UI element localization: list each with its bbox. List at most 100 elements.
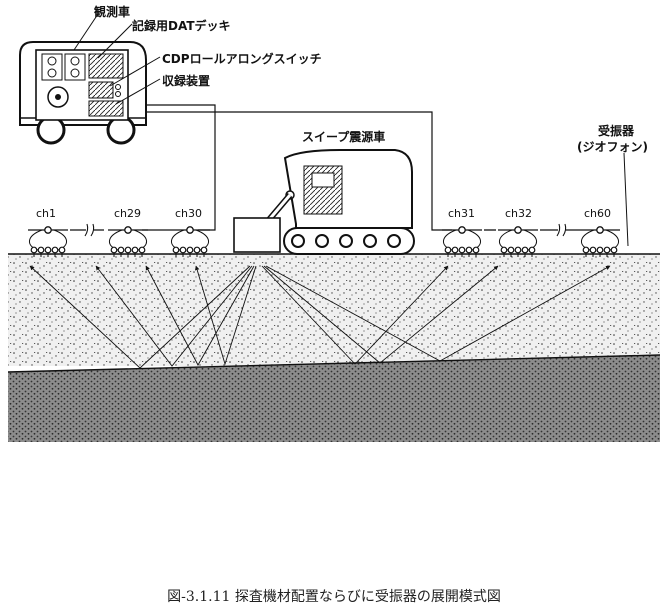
dat-deck-unit: [88, 53, 124, 79]
channel-label-ch32: ch32: [505, 207, 533, 220]
takeout-icon: [514, 226, 522, 234]
label-sweep-vehicle: スイープ震源車: [302, 130, 386, 144]
geophone-icon: [179, 246, 187, 254]
geophone-icon: [596, 246, 604, 254]
track-wheel-icon-3: [339, 234, 353, 248]
leader-geophone: [623, 152, 629, 247]
geophone-group-ch31: [442, 226, 482, 257]
takeout-icon: [596, 226, 604, 234]
leader-lines: [73, 13, 161, 105]
ray-7: [265, 265, 611, 362]
geophone-icon: [451, 246, 459, 254]
reel-icon: [47, 56, 57, 66]
geophone-icon: [58, 246, 66, 254]
ground-layers: [7, 253, 661, 442]
tape-deck-right: [64, 53, 86, 81]
dial-center: [55, 94, 61, 100]
takeout-icon: [44, 226, 52, 234]
geophone-icon: [589, 246, 597, 254]
geophone-group-ch60: [580, 226, 620, 257]
geophone-group-ch30: [170, 226, 210, 257]
geophone-icon: [30, 246, 38, 254]
track-wheel-icon-2: [315, 234, 329, 248]
track-wheel-icon-4: [363, 234, 377, 248]
geophone-icon: [138, 246, 146, 254]
geophone-icon: [514, 246, 522, 254]
geophone-icon: [444, 246, 452, 254]
label-recorder: 収録装置: [162, 74, 211, 88]
ray-4: [194, 265, 257, 366]
knob-icon: [115, 84, 121, 90]
track-wheel-icon-5: [387, 234, 401, 248]
label-cdp-switch: CDPロールアロングスイッチ: [162, 52, 322, 66]
geophone-icon: [200, 246, 208, 254]
ray-2: [95, 265, 253, 367]
geophone-icon: [186, 246, 194, 254]
leader-observation: [73, 13, 99, 51]
reel-icon-2: [47, 68, 57, 78]
break-icon: [84, 223, 95, 237]
takeout-icon: [124, 226, 132, 234]
ray-5: [261, 265, 449, 365]
geophone-icon: [507, 246, 515, 254]
channel-label-ch60: ch60: [584, 207, 612, 220]
label-geophone: 受振器: [598, 124, 635, 138]
geophone-icon: [37, 246, 45, 254]
break-gap: [558, 224, 566, 236]
break-gap: [86, 224, 94, 236]
label-dat-deck: 記録用DATデッキ: [132, 19, 231, 33]
geophone-icon: [124, 246, 132, 254]
geophone-icon: [610, 246, 618, 254]
wheel-back-icon: [106, 115, 136, 145]
label-geophone-sub: (ジオフォン): [577, 140, 648, 154]
ray-paths: [29, 265, 611, 369]
geophone-icon: [465, 246, 473, 254]
geophone-icon: [472, 246, 480, 254]
truck-display: [311, 172, 335, 188]
geophone-icon: [582, 246, 590, 254]
geophone-icon: [603, 246, 611, 254]
geophone-groups: [28, 226, 620, 257]
geophone-icon: [172, 246, 180, 254]
geophone-group-ch1: [28, 226, 68, 257]
channel-label-ch30: ch30: [175, 207, 203, 220]
upper-layer: [8, 254, 660, 366]
geophone-icon: [51, 246, 59, 254]
leader-dat: [97, 23, 133, 59]
layer-boundary-line: [7, 354, 661, 373]
break-mark-left: [84, 223, 95, 237]
takeout-icon: [458, 226, 466, 234]
reel-icon-3: [70, 56, 80, 66]
leader-cdp: [109, 56, 161, 87]
geophone-icon: [117, 246, 125, 254]
geophone-icon: [458, 246, 466, 254]
geophone-group-ch32: [498, 226, 538, 257]
break-icon: [556, 223, 567, 237]
ray-6: [263, 265, 499, 364]
geophone-icon: [528, 246, 536, 254]
recorder-unit: [88, 100, 124, 117]
channel-label-ch31: ch31: [448, 207, 476, 220]
break-mark-right: [556, 223, 567, 237]
geophone-group-ch29: [108, 226, 148, 257]
observation-vehicle: [19, 41, 147, 145]
channel-label-ch1: ch1: [36, 207, 57, 220]
leader-recorder: [115, 78, 161, 105]
tape-deck-left: [41, 53, 63, 81]
cdp-switch-unit: [88, 81, 114, 99]
geophone-icon: [500, 246, 508, 254]
channel-label-ch29: ch29: [114, 207, 142, 220]
label-observation-vehicle: 観測車: [94, 5, 131, 19]
sweep-vehicle: [233, 149, 415, 255]
geophone-icon: [110, 246, 118, 254]
takeout-icon: [186, 226, 194, 234]
track-wheel-icon: [291, 234, 305, 248]
cable-breaks: [70, 223, 580, 237]
figure-caption: 図-3.1.11 探査機材配置ならびに受振器の展開模式図: [167, 589, 501, 605]
ray-3: [145, 265, 255, 366]
geophone-icon: [521, 246, 529, 254]
wheel-front-icon: [36, 115, 66, 145]
geophone-icon: [44, 246, 52, 254]
lower-layer: [8, 355, 660, 442]
